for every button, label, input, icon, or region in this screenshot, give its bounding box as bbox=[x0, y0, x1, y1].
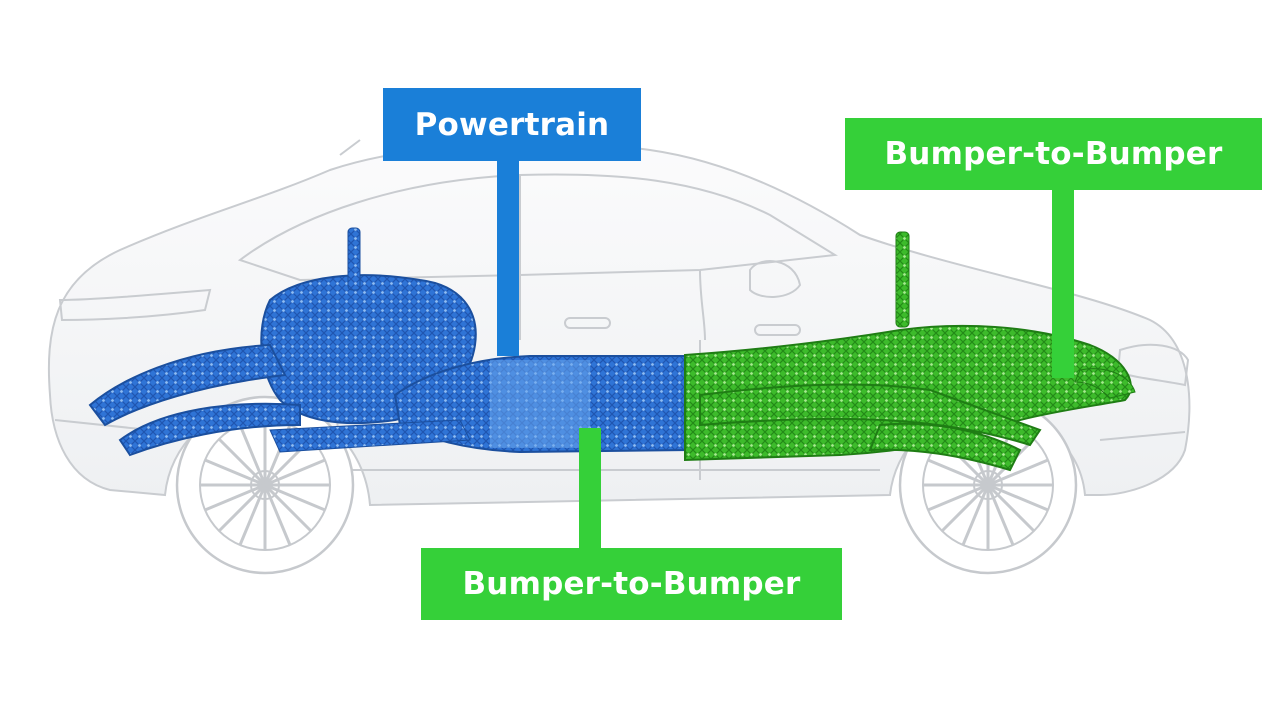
bumper-bottom-leader-line bbox=[579, 428, 601, 550]
bumper-to-bumper-label-top: Bumper-to-Bumper bbox=[845, 118, 1262, 190]
bumper-components bbox=[684, 231, 1136, 472]
bumper-to-bumper-label-bottom: Bumper-to-Bumper bbox=[421, 548, 842, 620]
powertrain-components bbox=[88, 227, 691, 457]
powertrain-label: Powertrain bbox=[383, 88, 641, 161]
powertrain-leader-line bbox=[497, 158, 519, 356]
bumper-top-leader-line bbox=[1052, 188, 1074, 378]
